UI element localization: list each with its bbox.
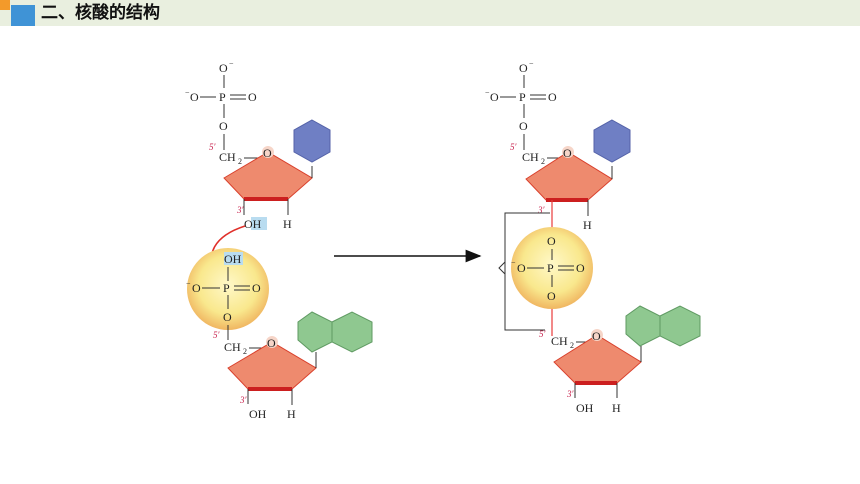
charge-minus: − (185, 88, 190, 97)
atom-h: H (283, 217, 292, 231)
atom-ch2: CH (551, 334, 568, 348)
charge-minus: − (186, 279, 191, 288)
phosphate-glow (187, 248, 269, 330)
atom-o: O (490, 90, 499, 104)
atom-oh: OH (244, 217, 262, 231)
pyrimidine-base (293, 119, 331, 163)
deoxyribose-sugar (223, 151, 313, 200)
blue-square-decoration (11, 5, 35, 26)
charge-minus: − (229, 59, 234, 68)
atom-ch2: CH (219, 150, 236, 164)
subscript-2: 2 (541, 157, 545, 166)
three-prime-label: 3′ (537, 205, 546, 215)
subscript-2: 2 (570, 341, 574, 350)
atom-o: O (219, 61, 228, 75)
atom-h: H (612, 401, 621, 415)
atom-p: P (547, 261, 554, 275)
atom-p: P (223, 281, 230, 295)
atom-o: O (519, 61, 528, 75)
ring-oxygen: O (563, 146, 572, 160)
header-bar (0, 0, 860, 26)
charge-minus: − (529, 59, 534, 68)
deoxyribose-sugar (525, 151, 613, 201)
left-bottom-nucleotide: 5′ CH 2 O 3′ OH H (213, 311, 373, 421)
atom-o: O (192, 281, 201, 295)
atom-o: O (223, 310, 232, 324)
orange-square-decoration (0, 0, 10, 10)
atom-o: O (248, 90, 257, 104)
purine-base (297, 311, 333, 353)
atom-o: O (519, 119, 528, 133)
five-prime-label: 5′ (539, 329, 547, 339)
right-phosphate-sphere: O − O P O O (511, 227, 593, 309)
deoxyribose-sugar (227, 341, 317, 390)
atom-o: O (517, 261, 526, 275)
right-bottom-nucleotide: 5′ CH 2 O 3′ OH H (539, 305, 701, 415)
atom-h: H (583, 218, 592, 232)
atom-oh: OH (249, 407, 267, 421)
ring-oxygen: O (592, 329, 601, 343)
phosphate-glow (511, 227, 593, 309)
left-phosphate-sphere: OH − O P O O (186, 248, 269, 340)
phosphodiester-bracket (504, 212, 550, 331)
charge-minus: − (511, 258, 516, 267)
pyrimidine-base (593, 119, 631, 163)
atom-o: O (252, 281, 261, 295)
atom-o: O (547, 289, 556, 303)
five-prime-label: 5′ (209, 142, 217, 152)
atom-p: P (219, 90, 226, 104)
ring-oxygen: O (263, 146, 272, 160)
charge-minus: − (485, 88, 490, 97)
atom-oh: OH (224, 252, 242, 266)
atom-o: O (190, 90, 199, 104)
oh-highlight (224, 252, 243, 265)
three-prime-label: 3′ (236, 205, 245, 215)
subscript-2: 2 (238, 157, 242, 166)
atom-o: O (576, 261, 585, 275)
oh-highlight (251, 217, 267, 230)
atom-ch2: CH (224, 340, 241, 354)
purine-base (625, 305, 661, 347)
five-prime-label: 5′ (213, 330, 221, 340)
five-prime-label: 5′ (510, 142, 518, 152)
atom-o: O (547, 234, 556, 248)
atom-ch2: CH (522, 150, 539, 164)
atom-oh: OH (576, 401, 594, 415)
atom-p: P (519, 90, 526, 104)
deoxyribose-sugar (553, 334, 642, 384)
three-prime-label: 3′ (239, 395, 248, 405)
three-prime-label: 3′ (566, 389, 575, 399)
ring-oxygen: O (267, 336, 276, 350)
atom-o: O (548, 90, 557, 104)
subscript-2: 2 (243, 347, 247, 356)
left-top-phosphate: O − − O P O O (185, 59, 257, 150)
page-title: 二、核酸的结构 (41, 3, 160, 23)
atom-o: O (219, 119, 228, 133)
right-top-nucleotide: O − − O P O O 5′ CH 2 O H 3′ (485, 59, 631, 232)
left-top-nucleotide: O − − O P O O 5′ CH 2 O 3′ OH (185, 59, 331, 231)
atom-h: H (287, 407, 296, 421)
